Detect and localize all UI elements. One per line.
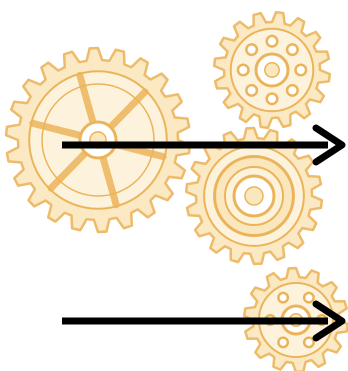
gears-illustration [0,0,348,371]
